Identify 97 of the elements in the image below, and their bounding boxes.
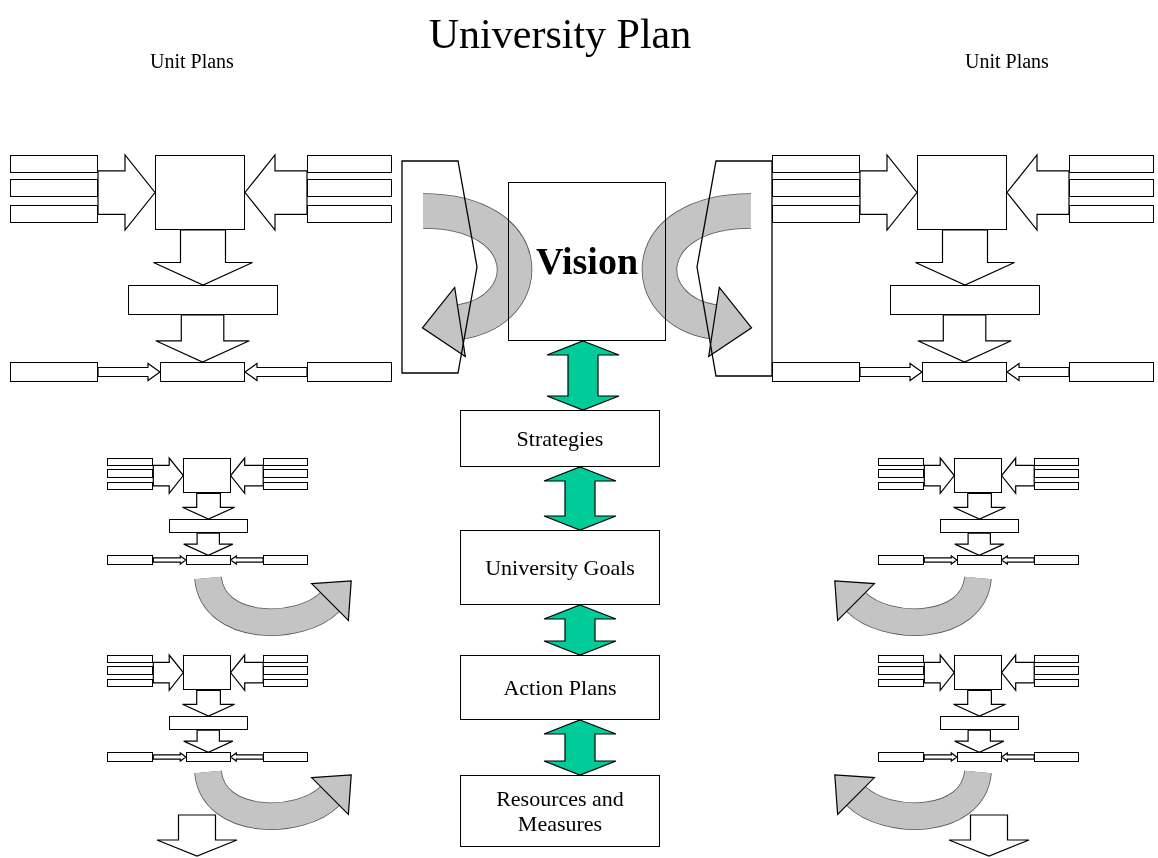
bracket-frame: [402, 161, 477, 373]
block-arrow: [923, 653, 956, 692]
box-label: Resources and Measures: [495, 785, 625, 837]
empty-box: [1069, 179, 1154, 197]
block-arrow: [1000, 653, 1035, 692]
empty-box: [307, 155, 392, 173]
empty-box: [107, 666, 154, 675]
empty-box: [1069, 205, 1154, 223]
empty-box: [307, 205, 392, 223]
block-arrow: [1000, 751, 1035, 763]
block-arrow: [152, 653, 185, 692]
block-arrow: [181, 689, 236, 717]
empty-box: [107, 458, 154, 467]
block-arrow: [181, 492, 236, 520]
block-arrow: [1000, 554, 1035, 566]
block-arrow: [152, 456, 185, 495]
block-arrow: [229, 456, 264, 495]
empty-box: [1034, 678, 1079, 687]
empty-box: [307, 179, 392, 197]
empty-box: [1034, 469, 1079, 478]
block-arrow: [923, 456, 956, 495]
block-arrow: [859, 362, 924, 382]
empty-box: [878, 469, 925, 478]
block-arrow: [1000, 456, 1035, 495]
empty-box: [1069, 155, 1154, 173]
box-label: Strategies: [516, 425, 604, 452]
block-arrow: [244, 153, 308, 232]
block-arrow: [1006, 153, 1070, 232]
block-arrow: [183, 532, 234, 556]
empty-box: [10, 205, 98, 223]
block-arrow: [229, 653, 264, 692]
box-label: Action Plans: [503, 674, 617, 701]
block-arrow: [152, 229, 254, 286]
double-arrow: [543, 466, 617, 531]
block-arrow: [952, 689, 1007, 717]
double-arrow: [543, 604, 617, 656]
empty-box: [169, 716, 248, 731]
empty-box: [169, 519, 248, 534]
block-arrow: [859, 153, 918, 232]
empty-box: [263, 666, 308, 675]
diagram-title: University Plan: [427, 10, 693, 58]
block-arrow: [952, 492, 1007, 520]
block-arrow: [954, 729, 1005, 753]
block-arrow: [917, 314, 1012, 363]
empty-box: [1034, 481, 1079, 490]
empty-box: [1034, 458, 1079, 467]
block-arrow: [923, 751, 958, 763]
empty-box: [878, 655, 925, 664]
section-label: Unit Plans: [150, 50, 234, 73]
empty-box: [1034, 666, 1079, 675]
empty-box: [772, 155, 860, 173]
empty-box: [128, 285, 278, 315]
block-arrow: [152, 554, 187, 566]
block-arrow: [243, 362, 308, 382]
empty-box: [263, 458, 308, 467]
block-arrow: [914, 229, 1016, 286]
section-label: Unit Plans: [965, 50, 1049, 73]
vision-label: Vision: [535, 239, 639, 284]
block-arrow: [155, 314, 250, 363]
double-arrow: [543, 719, 617, 776]
empty-box: [878, 458, 925, 467]
empty-box: [1034, 655, 1079, 664]
empty-box: [772, 205, 860, 223]
process-box: [460, 410, 660, 467]
process-box: [460, 655, 660, 720]
empty-box: [878, 481, 925, 490]
block-arrow: [183, 729, 234, 753]
empty-box: [263, 469, 308, 478]
empty-box: [107, 655, 154, 664]
box-label: University Goals: [485, 554, 635, 581]
process-box: [508, 182, 666, 341]
process-box: [460, 530, 660, 605]
empty-box: [10, 155, 98, 173]
empty-box: [940, 716, 1019, 731]
empty-box: [263, 481, 308, 490]
block-arrow: [97, 362, 162, 382]
empty-box: [263, 678, 308, 687]
empty-box: [878, 666, 925, 675]
block-arrow: [923, 554, 958, 566]
block-arrow: [229, 751, 264, 763]
bracket-frame: [697, 161, 772, 376]
empty-box: [263, 655, 308, 664]
empty-box: [772, 179, 860, 197]
block-arrow: [954, 532, 1005, 556]
empty-box: [10, 179, 98, 197]
block-arrow: [1005, 362, 1070, 382]
empty-box: [107, 678, 154, 687]
process-box: [460, 775, 660, 847]
block-arrow: [229, 554, 264, 566]
block-arrow: [97, 153, 156, 232]
empty-box: [890, 285, 1040, 315]
empty-box: [878, 678, 925, 687]
empty-box: [940, 519, 1019, 534]
double-arrow: [546, 340, 620, 411]
block-arrow: [152, 751, 187, 763]
empty-box: [107, 469, 154, 478]
empty-box: [107, 481, 154, 490]
